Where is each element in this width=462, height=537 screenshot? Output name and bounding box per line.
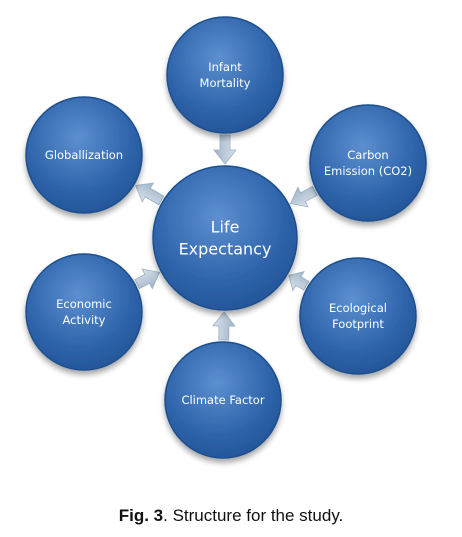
figure-caption-text: . Structure for the study. — [163, 506, 344, 525]
node-ecological-footprint-label-line: Ecological — [329, 301, 387, 315]
node-economic-activity-label-line: Activity — [62, 313, 105, 327]
arrow-economic-activity — [134, 268, 161, 290]
node-carbon-emission-label-line: Emission (CO2) — [324, 164, 412, 178]
node-life-expectancy-label-line: Life — [211, 218, 240, 237]
node-infant-mortality-label-line: Infant — [208, 60, 242, 74]
node-life-expectancy-circle — [152, 165, 298, 311]
node-carbon-emission-label-line: Carbon — [347, 148, 388, 162]
node-life-expectancy-label-line: Expectancy — [179, 240, 272, 259]
node-globalization: Globallization — [25, 96, 143, 214]
figure-caption-label: Fig. 3 — [118, 506, 164, 525]
node-economic-activity-label-line: Economic — [56, 297, 112, 311]
arrow-globalization — [135, 182, 165, 206]
node-ecological-footprint-label-line: Footprint — [332, 317, 384, 331]
node-climate-factor: Climate Factor — [164, 341, 282, 459]
arrow-carbon-emission — [289, 185, 318, 208]
figure-caption: Fig. 3. Structure for the study. — [0, 506, 462, 526]
node-climate-factor-circle — [164, 341, 282, 459]
node-ecological-footprint-circle — [299, 257, 417, 375]
arrow-infant-mortality — [213, 134, 237, 165]
node-carbon-emission-circle — [309, 104, 427, 222]
arrow-climate-factor — [212, 311, 236, 341]
node-infant-mortality-circle — [166, 16, 284, 134]
node-climate-factor-label-line: Climate Factor — [181, 393, 264, 407]
node-globalization-label-line: Globallization — [45, 148, 123, 162]
node-economic-activity-circle — [25, 253, 143, 371]
node-globalization-circle — [25, 96, 143, 214]
arrow-ecological-footprint — [288, 270, 310, 292]
node-infant-mortality-label-line: Mortality — [200, 76, 251, 90]
